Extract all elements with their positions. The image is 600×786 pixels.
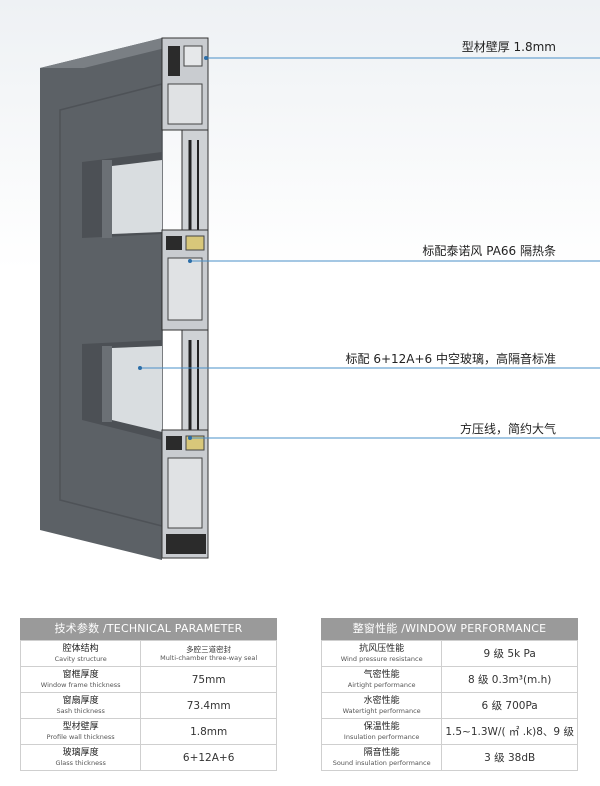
frame-face [40, 38, 162, 560]
window-performance-title: 整窗性能 /WINDOW PERFORMANCE [321, 618, 578, 640]
callout-thermal-strip: 标配泰诺风 PA66 隔热条 [422, 244, 556, 258]
hero-area: 型材壁厚 1.8mm 标配泰诺风 PA66 隔热条 标配 6+12A+6 中空玻… [0, 0, 600, 600]
upper-glass [112, 160, 162, 234]
callout-glazing-bead: 方压线，简约大气 [459, 422, 556, 436]
callout-insulated-glass: 标配 6+12A+6 中空玻璃，高隔音标准 [345, 352, 557, 366]
window-profile-illustration [40, 37, 600, 560]
lower-glass [112, 346, 162, 432]
callout-wall-thickness: 型材壁厚 1.8mm [461, 40, 556, 54]
technical-parameter-title: 技术参数 /TECHNICAL PARAMETER [20, 618, 277, 640]
